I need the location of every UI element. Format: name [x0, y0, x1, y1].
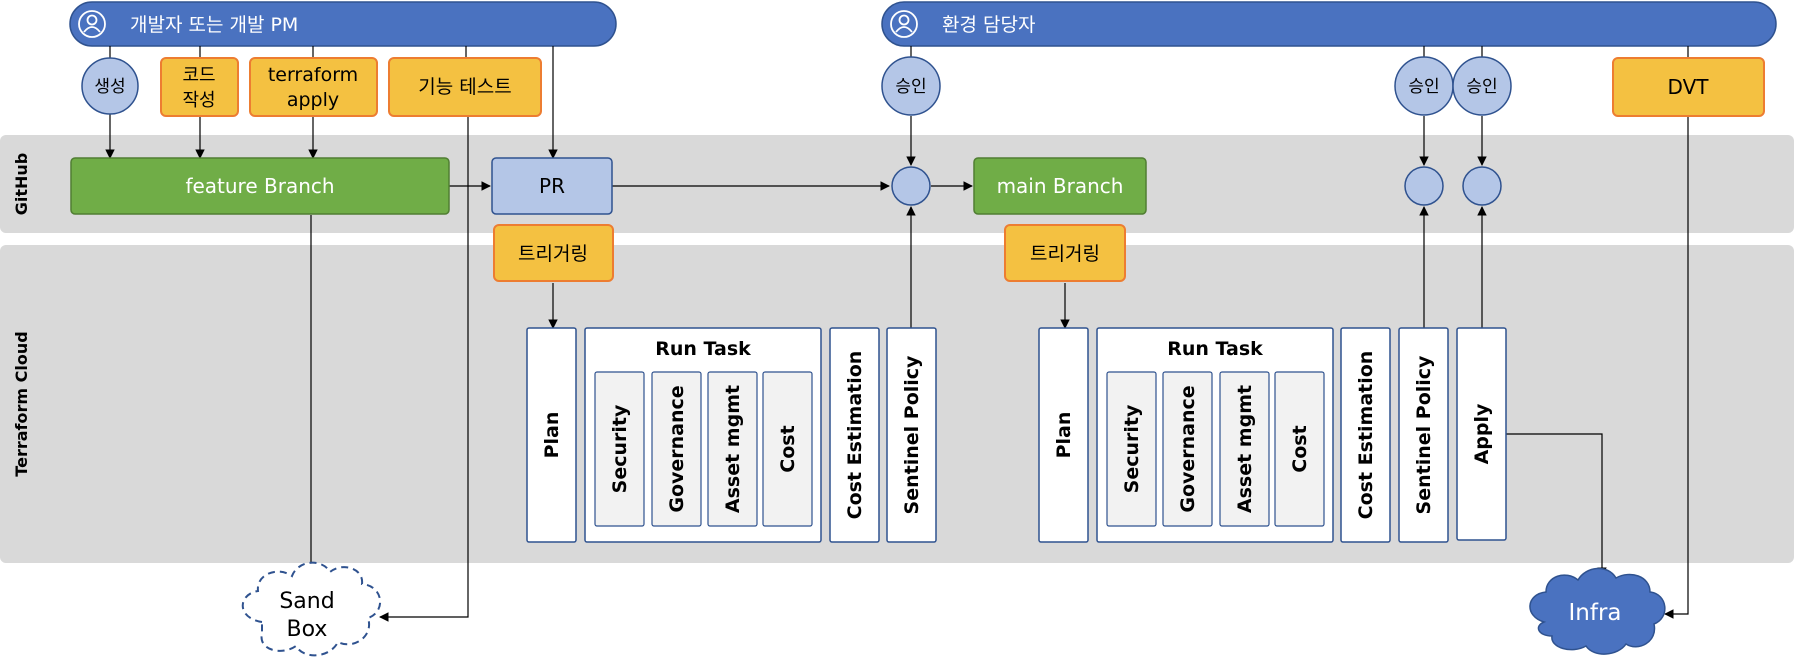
pipeline-left: Plan Run Task Security Governance Asset …	[526, 327, 937, 543]
governance-label: Governance	[666, 385, 688, 512]
code-write-box	[160, 57, 239, 117]
sandbox-line2: Box	[287, 617, 328, 642]
main-branch-box	[973, 157, 1147, 215]
feature-branch-label: feature Branch	[185, 174, 334, 198]
env-owner-label: 환경 담당자	[942, 14, 1035, 36]
func-test-label: 기능 테스트	[418, 76, 511, 98]
triggering-box	[1004, 224, 1126, 282]
func-test-box	[388, 57, 542, 117]
cost-label: Cost	[777, 425, 799, 472]
asset-mgmt-box	[707, 371, 758, 527]
terraform-apply-line2: apply	[287, 89, 339, 111]
sentinel-policy-box	[1398, 327, 1449, 543]
code-write-line1: 코드	[182, 65, 215, 86]
plan-box	[526, 327, 577, 543]
sentinel-policy-label: Sentinel Policy	[1413, 355, 1435, 514]
sandbox-cloud: Sand Box	[241, 561, 382, 657]
create-circle	[81, 57, 139, 115]
governance-box	[651, 371, 702, 527]
terraform-lane-label: Terraform Cloud	[12, 331, 31, 476]
sentinel-policy-box	[886, 327, 937, 543]
user-icon	[78, 10, 106, 38]
pipeline-right: Plan Run Task Security Governance Asset …	[1038, 327, 1507, 543]
approval-gate	[1404, 166, 1444, 206]
governance-label: Governance	[1177, 385, 1199, 512]
asset-mgmt-box	[1219, 371, 1270, 527]
infra-label: Infra	[1568, 600, 1621, 626]
approve-label: 승인	[1408, 77, 1439, 97]
run-task-label: Run Task	[655, 338, 751, 360]
cost-estimation-label: Cost Estimation	[844, 351, 866, 520]
developer-bar	[69, 1, 617, 47]
cost-estimation-label: Cost Estimation	[1355, 351, 1377, 520]
asset-mgmt-label: Asset mgmt	[722, 385, 744, 513]
cost-box	[1274, 371, 1325, 527]
terraform-apply-box	[249, 57, 378, 117]
sentinel-policy-label: Sentinel Policy	[901, 355, 923, 514]
security-box	[1106, 371, 1157, 527]
cost-estimation-box	[1340, 327, 1391, 543]
github-lane-label: GitHub	[12, 153, 31, 216]
governance-box	[1162, 371, 1213, 527]
apply-label: Apply	[1471, 403, 1493, 464]
cost-label: Cost	[1289, 425, 1311, 472]
cost-box	[762, 371, 813, 527]
triggering-label: 트리거링	[518, 243, 588, 265]
approve-circle	[881, 56, 941, 116]
apply-box	[1456, 327, 1507, 541]
security-label: Security	[1121, 404, 1143, 493]
cost-estimation-box	[829, 327, 880, 543]
feature-branch-box	[70, 157, 450, 215]
user-icon	[890, 10, 918, 38]
security-box	[594, 371, 645, 527]
approve-label: 승인	[1466, 77, 1497, 97]
security-label: Security	[609, 404, 631, 493]
developer-label: 개발자 또는 개발 PM	[130, 14, 298, 36]
create-label: 생성	[94, 77, 125, 97]
merge-gate	[891, 166, 931, 206]
approval-gate	[1462, 166, 1502, 206]
dvt-label: DVT	[1668, 75, 1710, 99]
connector-lines	[105, 46, 1689, 622]
asset-mgmt-label: Asset mgmt	[1234, 385, 1256, 513]
code-write-line2: 작성	[182, 90, 215, 111]
triggering-box	[493, 224, 614, 282]
run-task-label: Run Task	[1167, 338, 1263, 360]
approve-label: 승인	[895, 77, 926, 97]
pr-label: PR	[539, 174, 565, 198]
sandbox-line1: Sand	[279, 589, 334, 614]
triggering-label: 트리거링	[1030, 243, 1100, 265]
plan-box	[1038, 327, 1089, 543]
dvt-box	[1612, 57, 1765, 117]
env-owner-bar	[881, 1, 1777, 47]
plan-label: Plan	[1053, 412, 1075, 459]
terraform-apply-line1: terraform	[268, 64, 358, 86]
approve-circle	[1452, 56, 1512, 116]
infra-cloud: Infra	[1529, 567, 1666, 655]
plan-label: Plan	[541, 412, 563, 459]
main-branch-label: main Branch	[997, 174, 1124, 198]
pr-box	[491, 157, 613, 215]
